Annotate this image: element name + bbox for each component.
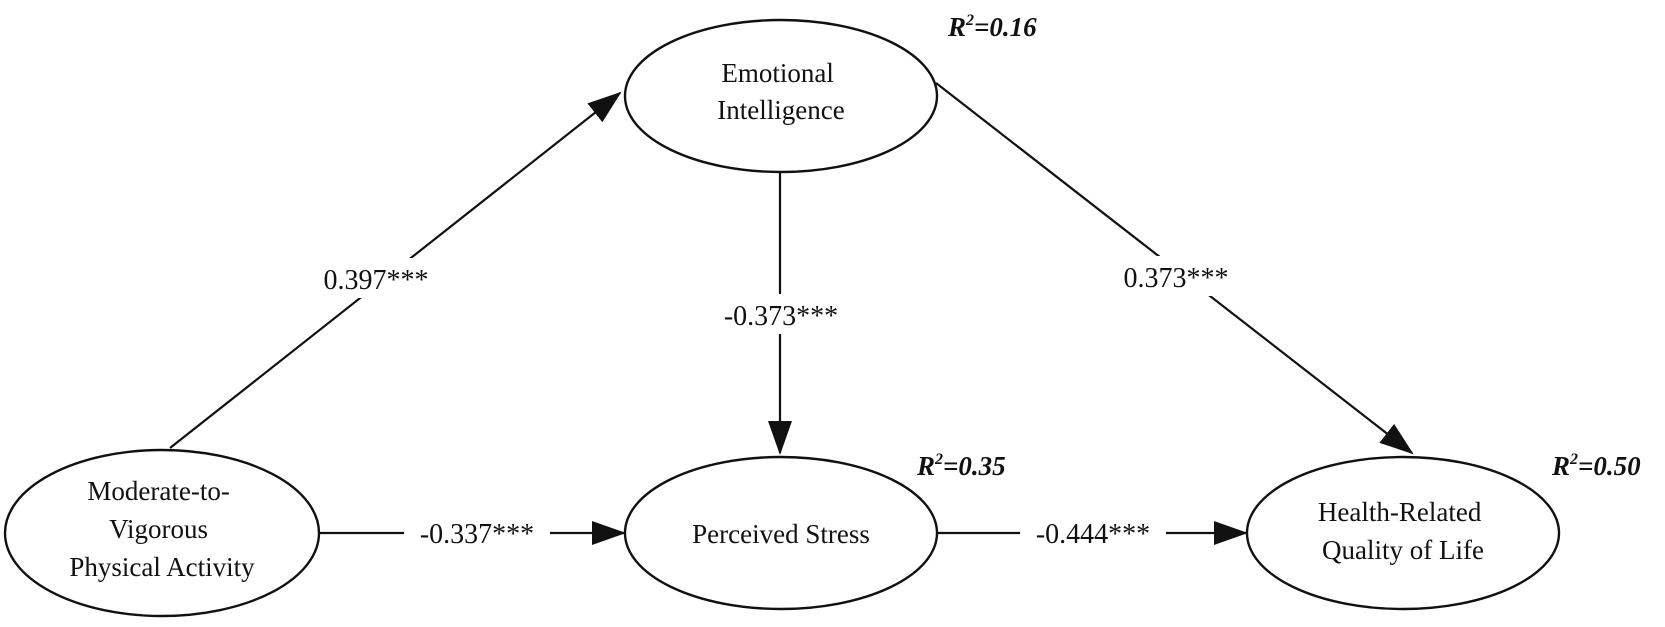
node-perceived-stress-shape <box>623 455 939 611</box>
node-mvpa: Moderate-to- Vigorous Physical Activity <box>3 448 321 618</box>
node-mvpa-line-1: Moderate-to- <box>87 476 229 506</box>
coef-stress-to-hrqol: -0.444*** <box>1036 519 1150 550</box>
node-perceived-stress: Perceived Stress <box>623 455 939 611</box>
node-emotional-intelligence: Emotional Intelligence <box>623 18 939 174</box>
coef-ei-to-stress: -0.373*** <box>724 301 838 332</box>
label-ei-to-hrqol: 0.373*** <box>1112 256 1240 296</box>
coef-ei-to-hrqol: 0.373*** <box>1124 263 1229 294</box>
r-squared-ei-value: =0.16 <box>974 12 1037 42</box>
node-hrqol: Health-Related Quality of Life <box>1245 455 1561 611</box>
node-mvpa-line-2: Vigorous <box>109 514 208 544</box>
node-hrqol-label: Health-Related Quality of Life <box>1318 497 1488 565</box>
node-perceived-stress-line-1: Perceived Stress <box>692 519 870 549</box>
label-mvpa-to-ei: 0.397*** <box>312 258 440 298</box>
r-squared-hrqol-prefix: R <box>1551 451 1570 481</box>
r-squared-ei-prefix: R <box>947 12 966 42</box>
node-hrqol-shape <box>1245 455 1561 611</box>
node-emotional-intelligence-label: Emotional Intelligence <box>717 58 844 125</box>
label-stress-to-hrqol: -0.444*** <box>1020 512 1166 552</box>
label-ei-to-stress: -0.373*** <box>712 294 850 334</box>
coef-mvpa-to-stress: -0.337*** <box>420 519 534 550</box>
r-squared-stress-value: =0.35 <box>943 451 1006 481</box>
node-hrqol-line-1: Health-Related <box>1318 497 1482 527</box>
r-squared-hrqol: R2=0.50 <box>1551 451 1641 481</box>
node-hrqol-line-2: Quality of Life <box>1322 535 1484 565</box>
r-squared-stress-prefix: R <box>916 451 935 481</box>
r-squared-stress-sup: 2 <box>934 451 943 468</box>
node-emotional-intelligence-line-2: Intelligence <box>717 95 844 125</box>
r-squared-ei-sup: 2 <box>965 12 974 29</box>
node-mvpa-label: Moderate-to- Vigorous Physical Activity <box>69 476 255 582</box>
node-mvpa-shape <box>3 448 321 618</box>
r-squared-perceived-stress: R2=0.35 <box>916 451 1006 481</box>
label-mvpa-to-stress: -0.337*** <box>404 512 550 552</box>
r-squared-hrqol-value: =0.50 <box>1578 451 1641 481</box>
node-emotional-intelligence-line-1: Emotional <box>721 58 833 88</box>
node-mvpa-line-3: Physical Activity <box>69 552 255 582</box>
node-emotional-intelligence-shape <box>623 18 939 174</box>
r-squared-emotional-intelligence: R2=0.16 <box>947 12 1037 42</box>
coef-mvpa-to-ei: 0.397*** <box>324 265 429 296</box>
r-squared-hrqol-sup: 2 <box>1569 451 1578 468</box>
node-perceived-stress-label: Perceived Stress <box>692 519 870 549</box>
